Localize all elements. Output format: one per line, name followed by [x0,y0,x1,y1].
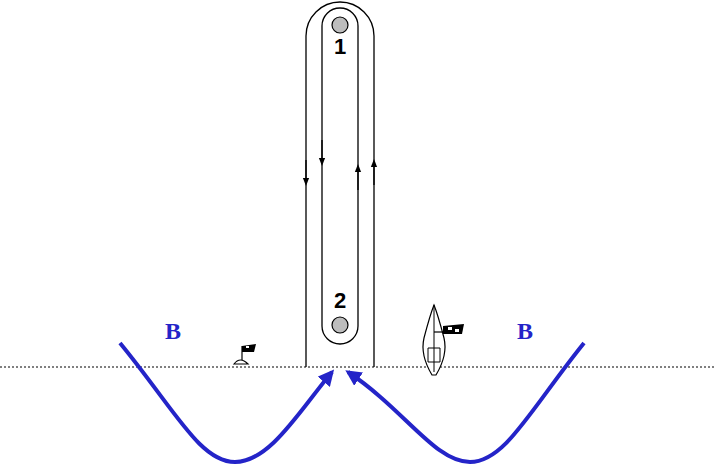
inner-course [322,8,358,344]
course-arrow [305,160,306,182]
course-mark: 2 [330,290,350,334]
approach-label: B [517,318,533,345]
mark-number: 2 [330,290,350,312]
course-arrow [357,168,358,190]
mark-number: 1 [330,36,350,58]
approach-label: B [165,318,181,345]
start-line [0,367,716,368]
committee-boat [423,305,464,375]
approach-path [348,343,584,462]
course-mark: 1 [330,16,350,60]
outer-course [306,2,374,367]
start-buoy [234,344,256,364]
course-arrow [373,163,374,185]
approach-path [120,343,332,462]
course-arrow [321,140,322,162]
